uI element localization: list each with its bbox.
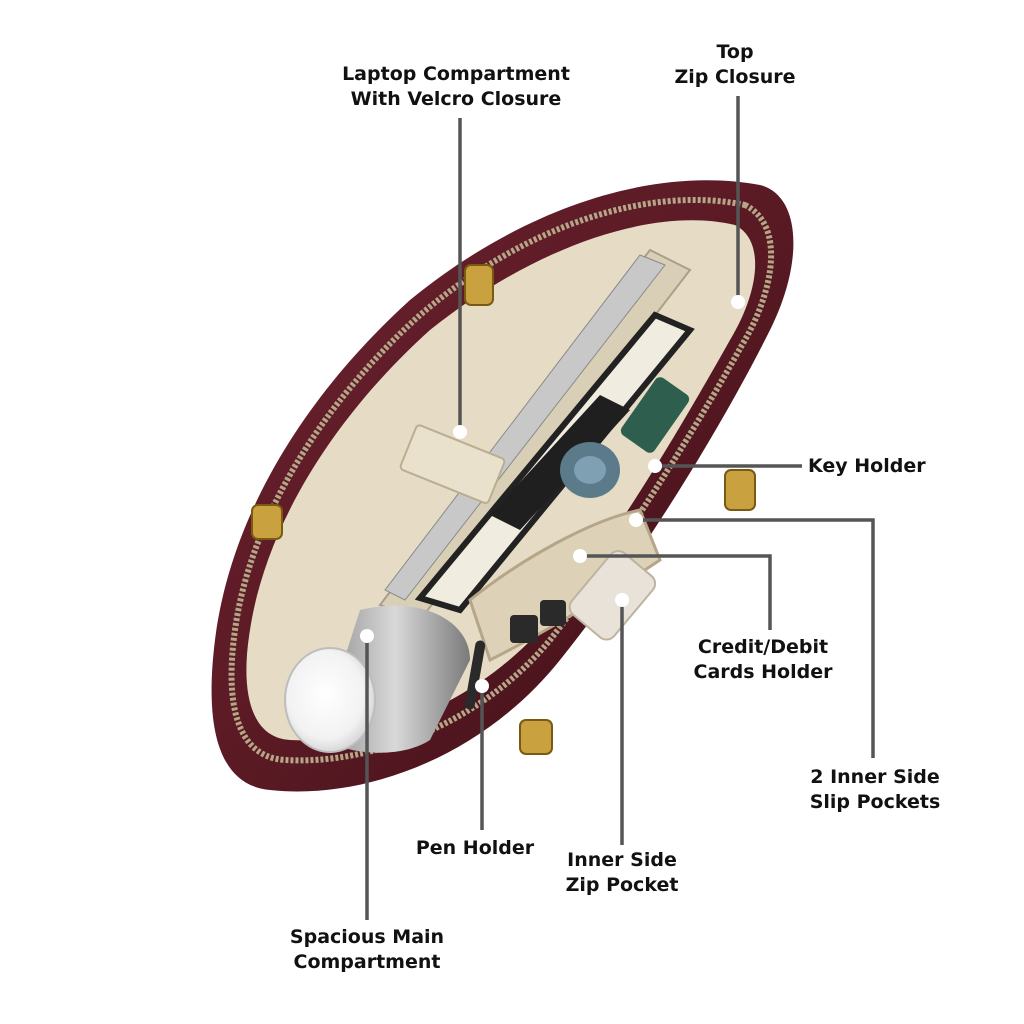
callout-slip-pockets	[629, 513, 875, 758]
small-cube-2	[540, 600, 566, 626]
label-line: Slip Pockets	[809, 791, 941, 813]
callout-card-holder	[573, 549, 772, 630]
label-pen-holder: Pen Holder	[408, 836, 542, 861]
callout-main-compartment	[360, 629, 374, 920]
label-line: Spacious Main	[289, 926, 445, 948]
callout-laptop	[453, 118, 467, 439]
handle-ring-top	[464, 264, 494, 306]
callout-zip-pocket	[615, 593, 629, 845]
callout-lines	[360, 96, 875, 920]
label-line: With Velcro Closure	[350, 88, 562, 110]
pen	[464, 640, 486, 710]
label-line: Credit/Debit	[697, 636, 829, 658]
label-main-compartment: Spacious Main Compartment	[272, 925, 462, 975]
callout-top-zip	[731, 96, 745, 309]
label-line: Inner Side	[567, 849, 677, 871]
handle-ring-bottom	[519, 719, 553, 755]
steel-bottle-cap	[284, 647, 376, 753]
label-top-zip-closure: Top Zip Closure	[660, 40, 810, 90]
label-line: Key Holder	[808, 455, 926, 477]
perfume-bottle	[620, 377, 690, 453]
callout-pen-holder	[475, 679, 489, 830]
callout-key-holder	[648, 459, 802, 473]
label-line: Laptop Compartment	[342, 63, 570, 85]
label-line: Zip Closure	[674, 66, 796, 88]
label-line: 2 Inner Side	[810, 766, 940, 788]
label-line: Cards Holder	[693, 661, 833, 683]
label-inner-zip-pocket: Inner Side Zip Pocket	[552, 848, 692, 898]
label-card-holder: Credit/Debit Cards Holder	[682, 635, 844, 685]
label-line: Pen Holder	[415, 837, 535, 859]
black-pouch	[490, 395, 630, 530]
zipper-track	[228, 197, 775, 764]
handle-ring-left	[251, 504, 283, 540]
label-laptop-compartment: Laptop Compartment With Velcro Closure	[330, 62, 582, 112]
velcro-strap	[399, 424, 506, 505]
label-line: Top	[716, 41, 754, 63]
handbag	[211, 180, 794, 792]
label-key-holder: Key Holder	[808, 454, 936, 479]
label-line: Compartment	[293, 951, 441, 973]
label-line: Zip Pocket	[565, 874, 679, 896]
handle-ring-right	[724, 469, 756, 511]
small-cube-1	[510, 615, 538, 643]
phone	[568, 550, 657, 641]
label-slip-pockets: 2 Inner Side Slip Pockets	[800, 765, 950, 815]
